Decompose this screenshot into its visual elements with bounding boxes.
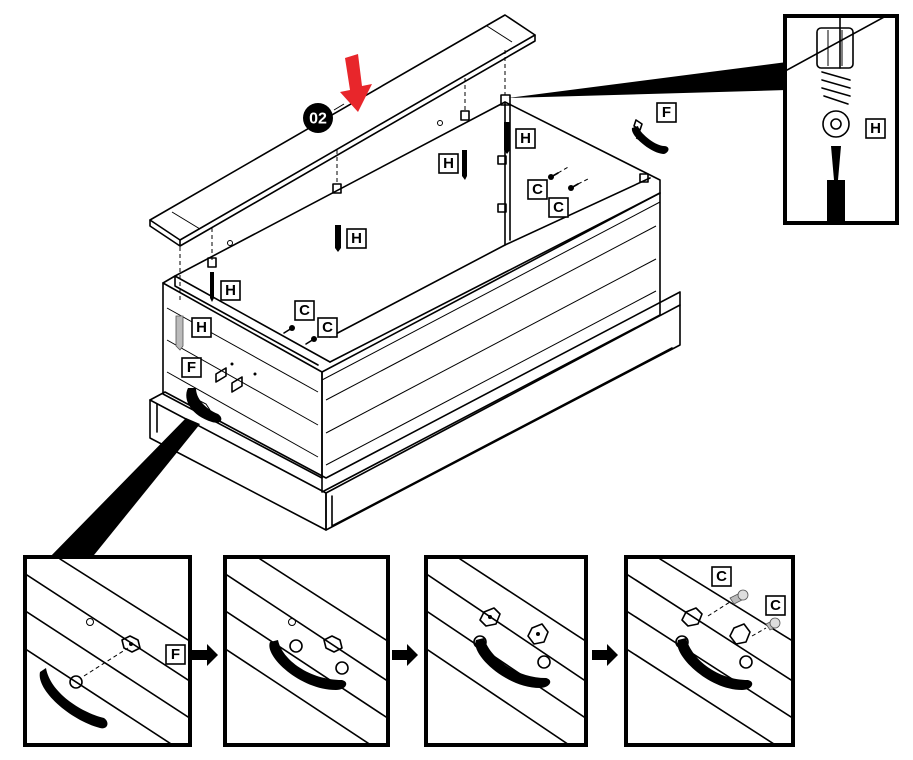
label-h: H bbox=[351, 230, 362, 247]
spring-screw bbox=[821, 71, 851, 138]
detail-panel-4: C C bbox=[624, 555, 795, 747]
label-c: C bbox=[553, 199, 564, 216]
label-h: H bbox=[225, 282, 236, 299]
screws-h bbox=[175, 122, 510, 351]
step-badge bbox=[303, 103, 333, 133]
dowel-pins bbox=[207, 94, 649, 268]
label-c: C bbox=[770, 597, 781, 614]
screwdriver-icon bbox=[827, 146, 845, 221]
screws-c bbox=[707, 589, 781, 637]
part-labels: H H H H H C C C C F F bbox=[181, 102, 677, 378]
right-arrow-icon bbox=[592, 644, 618, 666]
label-f: F bbox=[187, 359, 196, 376]
label-h: H bbox=[870, 120, 881, 137]
detail-panel-3 bbox=[424, 555, 588, 747]
right-arrow-icon bbox=[392, 644, 418, 666]
label-c: C bbox=[299, 302, 310, 319]
label-c: C bbox=[322, 319, 333, 336]
label-c: C bbox=[532, 181, 543, 198]
label-f: F bbox=[662, 104, 671, 121]
detail-panel-1 bbox=[23, 555, 192, 747]
label-h: H bbox=[443, 155, 454, 172]
zoom-callout-screw: H bbox=[508, 14, 899, 225]
chest-handle-front bbox=[186, 362, 257, 423]
chest-base bbox=[149, 291, 681, 531]
step-number: 02 bbox=[309, 111, 327, 128]
red-down-arrow-icon bbox=[340, 54, 372, 112]
chest-lid bbox=[149, 14, 536, 247]
label-f: F bbox=[171, 646, 180, 663]
label-c: C bbox=[716, 568, 727, 585]
screws-c bbox=[283, 165, 591, 345]
step-indicator: 02 bbox=[303, 54, 372, 133]
label-h: H bbox=[196, 319, 207, 336]
zoom-callout-pointer bbox=[47, 418, 200, 560]
next-step-f: F bbox=[165, 644, 218, 666]
chest-back-panel bbox=[174, 101, 661, 363]
label-h: H bbox=[520, 130, 531, 147]
right-arrow-icon bbox=[190, 644, 218, 666]
detail-panel-2 bbox=[223, 555, 390, 747]
chest-handle-back bbox=[631, 119, 669, 154]
